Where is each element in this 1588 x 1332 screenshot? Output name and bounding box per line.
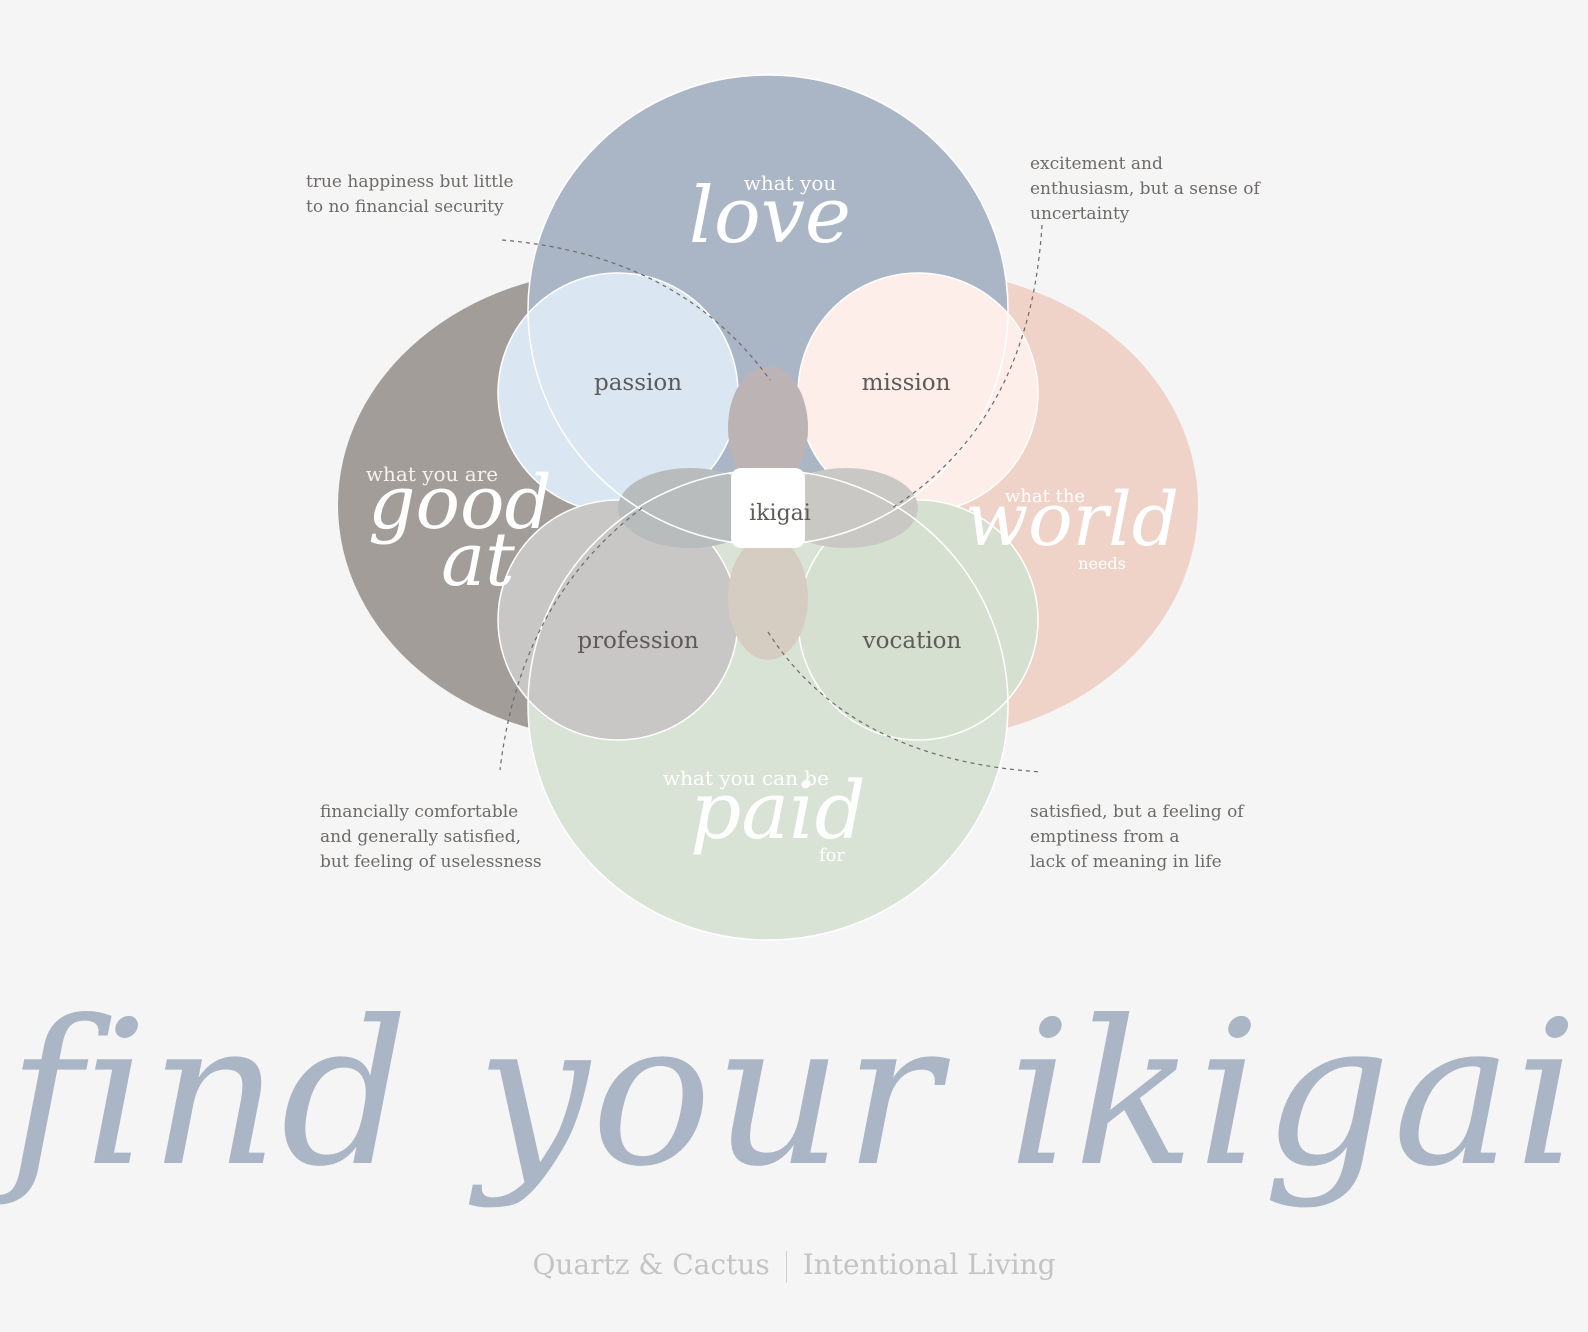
label-ikigai: ikigai xyxy=(749,501,811,526)
note-line: uncertainty xyxy=(1030,204,1130,224)
note-passion: true happiness but little to no financia… xyxy=(306,170,514,220)
lens-bottom xyxy=(728,536,808,660)
label-vocation: vocation xyxy=(862,628,962,654)
good-at-big-label-1: good xyxy=(368,460,552,546)
ikigai-center xyxy=(731,468,805,548)
good-at-big-label-2: at xyxy=(441,517,515,603)
love-big-label: love xyxy=(689,171,851,261)
label-passion: passion xyxy=(594,370,682,396)
note-line: satisfied, but a feeling of xyxy=(1030,802,1244,822)
note-line: to no financial security xyxy=(306,197,504,217)
leader-top-right xyxy=(891,224,1043,509)
note-line: excitement and xyxy=(1030,154,1163,174)
footer-brand: Quartz & Cactus xyxy=(532,1248,770,1281)
note-line: true happiness but little xyxy=(306,172,514,192)
label-mission: mission xyxy=(862,370,951,396)
note-profession: financially comfortable and generally sa… xyxy=(320,800,542,875)
paid-small-after-label: for xyxy=(819,845,845,866)
note-line: emptiness from a xyxy=(1030,827,1180,847)
lens-left xyxy=(618,468,762,548)
paid-big-label: paid xyxy=(690,764,866,857)
note-line: but feeling of uselessness xyxy=(320,852,542,872)
leader-top-left xyxy=(501,239,771,381)
note-line: lack of meaning in life xyxy=(1030,852,1222,872)
page-title: find your ikigai xyxy=(7,978,1581,1211)
note-line: and generally satisfied, xyxy=(320,827,522,847)
note-vocation: satisfied, but a feeling of emptiness fr… xyxy=(1030,800,1244,875)
lens-right xyxy=(774,468,918,548)
lens-top xyxy=(728,366,808,490)
note-mission: excitement and enthusiasm, but a sense o… xyxy=(1030,152,1260,227)
good-at-small-label: what you are xyxy=(366,462,498,486)
world-big-label: world xyxy=(965,477,1179,563)
label-profession: profession xyxy=(577,628,698,654)
footer-divider xyxy=(785,1250,787,1283)
note-line: enthusiasm, but a sense of xyxy=(1030,179,1260,199)
footer-tagline: Intentional Living xyxy=(802,1248,1056,1281)
footer-credit: Quartz & Cactus Intentional Living xyxy=(0,1248,1588,1283)
paid-small-label: what you can be xyxy=(663,766,829,790)
world-small-label: what the xyxy=(1005,486,1085,507)
love-small-label: what you xyxy=(744,171,837,195)
world-small-after-label: needs xyxy=(1078,554,1126,573)
note-line: financially comfortable xyxy=(320,802,519,822)
